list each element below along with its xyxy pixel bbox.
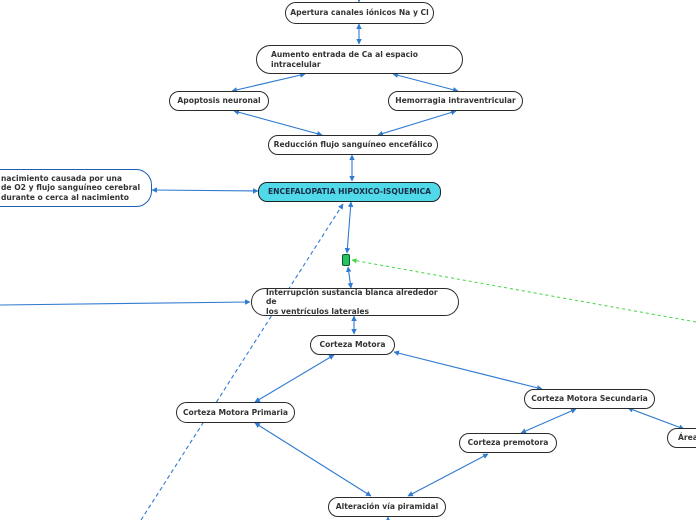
node-aumento-label: Aumento entrada de Ca al espacio intrace…: [271, 50, 418, 69]
node-alteracion-label: Alteración vía piramidal: [335, 502, 439, 512]
node-apertura-label: Apertura canales iónicos Na y Cl: [290, 8, 429, 18]
link-hemorragia-reduccion: [377, 109, 457, 137]
node-hemorragia-label: Hemorragia intraventricular: [395, 96, 516, 106]
link-left-interrupcion: [0, 299, 251, 306]
node-aumento-calcio[interactable]: Aumento entrada de Ca al espacio intrace…: [256, 45, 463, 74]
node-encefalopatia-hipoxico-isquemica[interactable]: ENCEFALOPATIA HIPOXICO-ISQUEMICA: [258, 182, 441, 202]
node-reduccion-flujo[interactable]: Reducción flujo sanguíneo encefálico: [268, 135, 438, 155]
link-encefalopatia-marker: [344, 201, 354, 254]
node-corteza-primaria-label: Corteza Motora Primaria: [182, 407, 289, 417]
link-apoptosis-reduccion: [233, 109, 323, 137]
node-corteza-motora-label: Corteza Motora: [319, 340, 386, 350]
link-primaria-alteracion: [254, 422, 372, 497]
link-secundaria-premotora: [520, 408, 577, 434]
node-interrupcion-sustancia-blanca[interactable]: Interrupción sustancia blanca alrededor …: [251, 288, 459, 316]
link-premotora-alteracion: [407, 453, 489, 497]
link-aumento-apoptosis: [231, 72, 306, 93]
link-dashed-encefalopatia: [140, 203, 344, 520]
node-corteza-motora-secundaria[interactable]: Corteza Motora Secundaria: [524, 389, 655, 409]
link-encefalopatia-definicion: [151, 187, 259, 194]
node-hemorragia-intraventricular[interactable]: Hemorragia intraventricular: [388, 91, 523, 111]
node-corteza-motora-primaria[interactable]: Corteza Motora Primaria: [176, 402, 295, 423]
node-interrupcion-label: Interrupción sustancia blanca alrededor …: [266, 287, 438, 316]
link-dashed-green-marker: [351, 258, 696, 323]
node-corteza-motora[interactable]: Corteza Motora: [310, 335, 395, 355]
link-marker-interrupcion: [345, 266, 354, 289]
node-reduccion-label: Reducción flujo sanguíneo encefálico: [273, 140, 433, 150]
node-apoptosis-label: Apoptosis neuronal: [177, 96, 261, 106]
link-motora-secundaria: [393, 350, 543, 391]
link-motora-primaria: [254, 354, 335, 403]
node-definicion-eih[interactable]: nacimiento causada por una de O2 y flujo…: [0, 169, 152, 207]
node-area-label: Área: [678, 433, 696, 443]
node-area[interactable]: Área: [667, 428, 696, 448]
link-secundaria-area: [627, 407, 685, 430]
node-corteza-secundaria-label: Corteza Motora Secundaria: [531, 394, 648, 404]
collapsed-branch-marker[interactable]: [342, 254, 350, 266]
node-apoptosis-neuronal[interactable]: Apoptosis neuronal: [169, 91, 269, 111]
link-aumento-hemorragia: [392, 72, 459, 93]
node-encefalopatia-label: ENCEFALOPATIA HIPOXICO-ISQUEMICA: [267, 187, 432, 197]
node-alteracion-via-piramidal[interactable]: Alteración vía piramidal: [328, 497, 446, 517]
node-corteza-premotora-label: Corteza premotora: [467, 438, 549, 448]
node-definicion-label: nacimiento causada por una de O2 y flujo…: [1, 173, 141, 202]
node-apertura-canales[interactable]: Apertura canales iónicos Na y Cl: [285, 2, 434, 24]
node-corteza-premotora[interactable]: Corteza premotora: [459, 433, 557, 453]
